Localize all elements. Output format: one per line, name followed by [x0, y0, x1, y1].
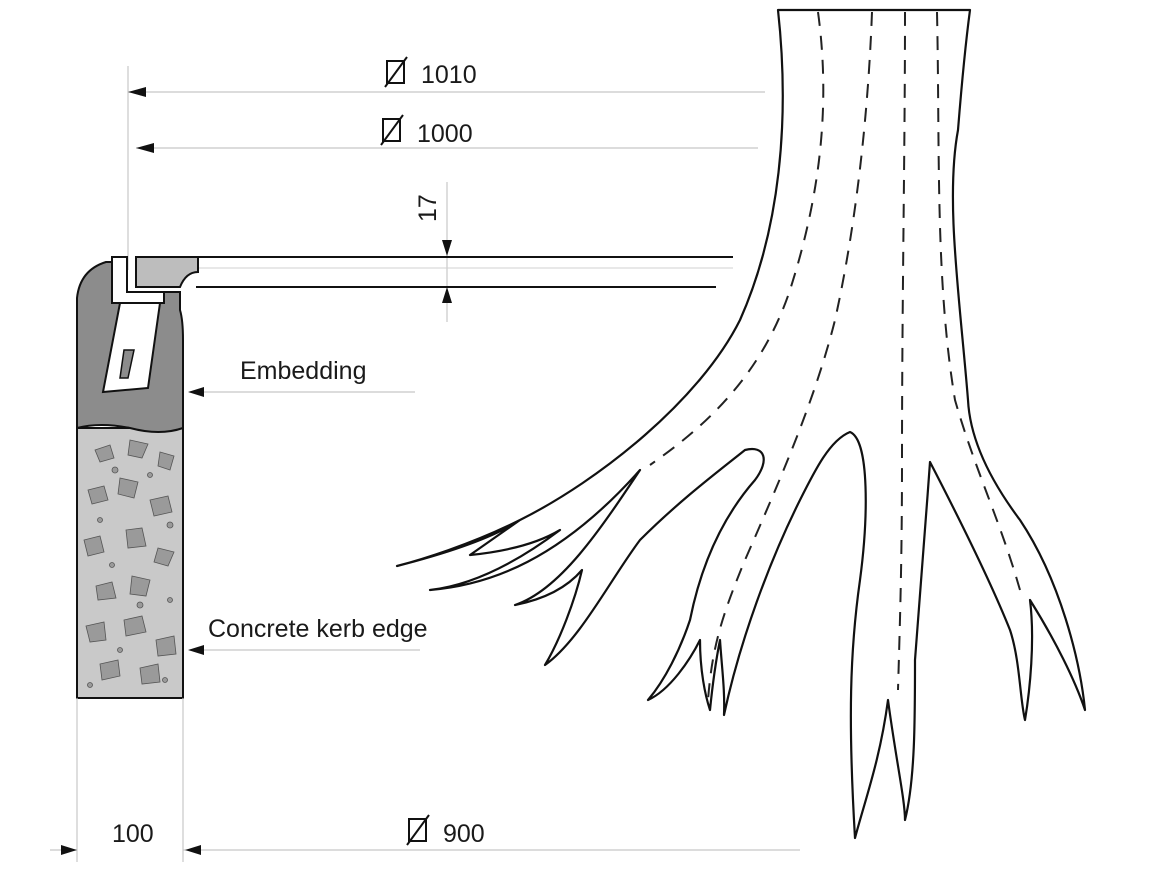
kerb-width-label: 100 [112, 820, 154, 848]
arrow-icon [188, 645, 204, 655]
anchor-slot [119, 349, 135, 379]
arrow-icon [442, 240, 452, 256]
opening-diameter-label: 900 [443, 820, 485, 848]
tree-drawing [395, 8, 1087, 840]
diameter-symbol-icon [384, 56, 408, 88]
diameter-symbol-icon [380, 114, 404, 146]
trunk-grain-line-4 [936, 11, 1021, 591]
kerb-label: Concrete kerb edge [208, 615, 428, 643]
embedding-callout: Embedding [188, 357, 415, 397]
arrow-icon [136, 143, 154, 153]
kerb-callout: Concrete kerb edge [188, 615, 428, 655]
arrow-icon [128, 87, 146, 97]
arrow-icon [442, 287, 452, 303]
grate-rim-profile [135, 256, 199, 288]
arrow-icon [188, 387, 204, 397]
inner-diameter-label: 1000 [417, 120, 473, 148]
dimension-kerb-width: 100 [50, 698, 184, 862]
tree-trunk-and-roots [395, 8, 1087, 840]
dimension-height: 17 [414, 182, 452, 322]
trunk-grain-line-1 [649, 11, 825, 466]
trunk-grain-line-3 [897, 11, 906, 691]
dimension-inner-diameter: 1000 [136, 114, 758, 153]
kerb-section [76, 261, 184, 699]
arrow-icon [61, 845, 77, 855]
height-label: 17 [414, 194, 442, 222]
embedding-label: Embedding [240, 357, 366, 385]
concrete-aggregate [83, 439, 177, 688]
arrow-icon [185, 845, 201, 855]
outer-diameter-label: 1010 [421, 61, 477, 89]
anchor-leg [101, 302, 162, 394]
trunk-grain-line-2 [707, 11, 873, 701]
diameter-symbol-icon [406, 814, 430, 846]
dimension-opening-diameter: 900 [183, 814, 800, 855]
tree-grate-plate [111, 256, 733, 304]
dimension-outer-diameter: 1010 [127, 56, 765, 270]
